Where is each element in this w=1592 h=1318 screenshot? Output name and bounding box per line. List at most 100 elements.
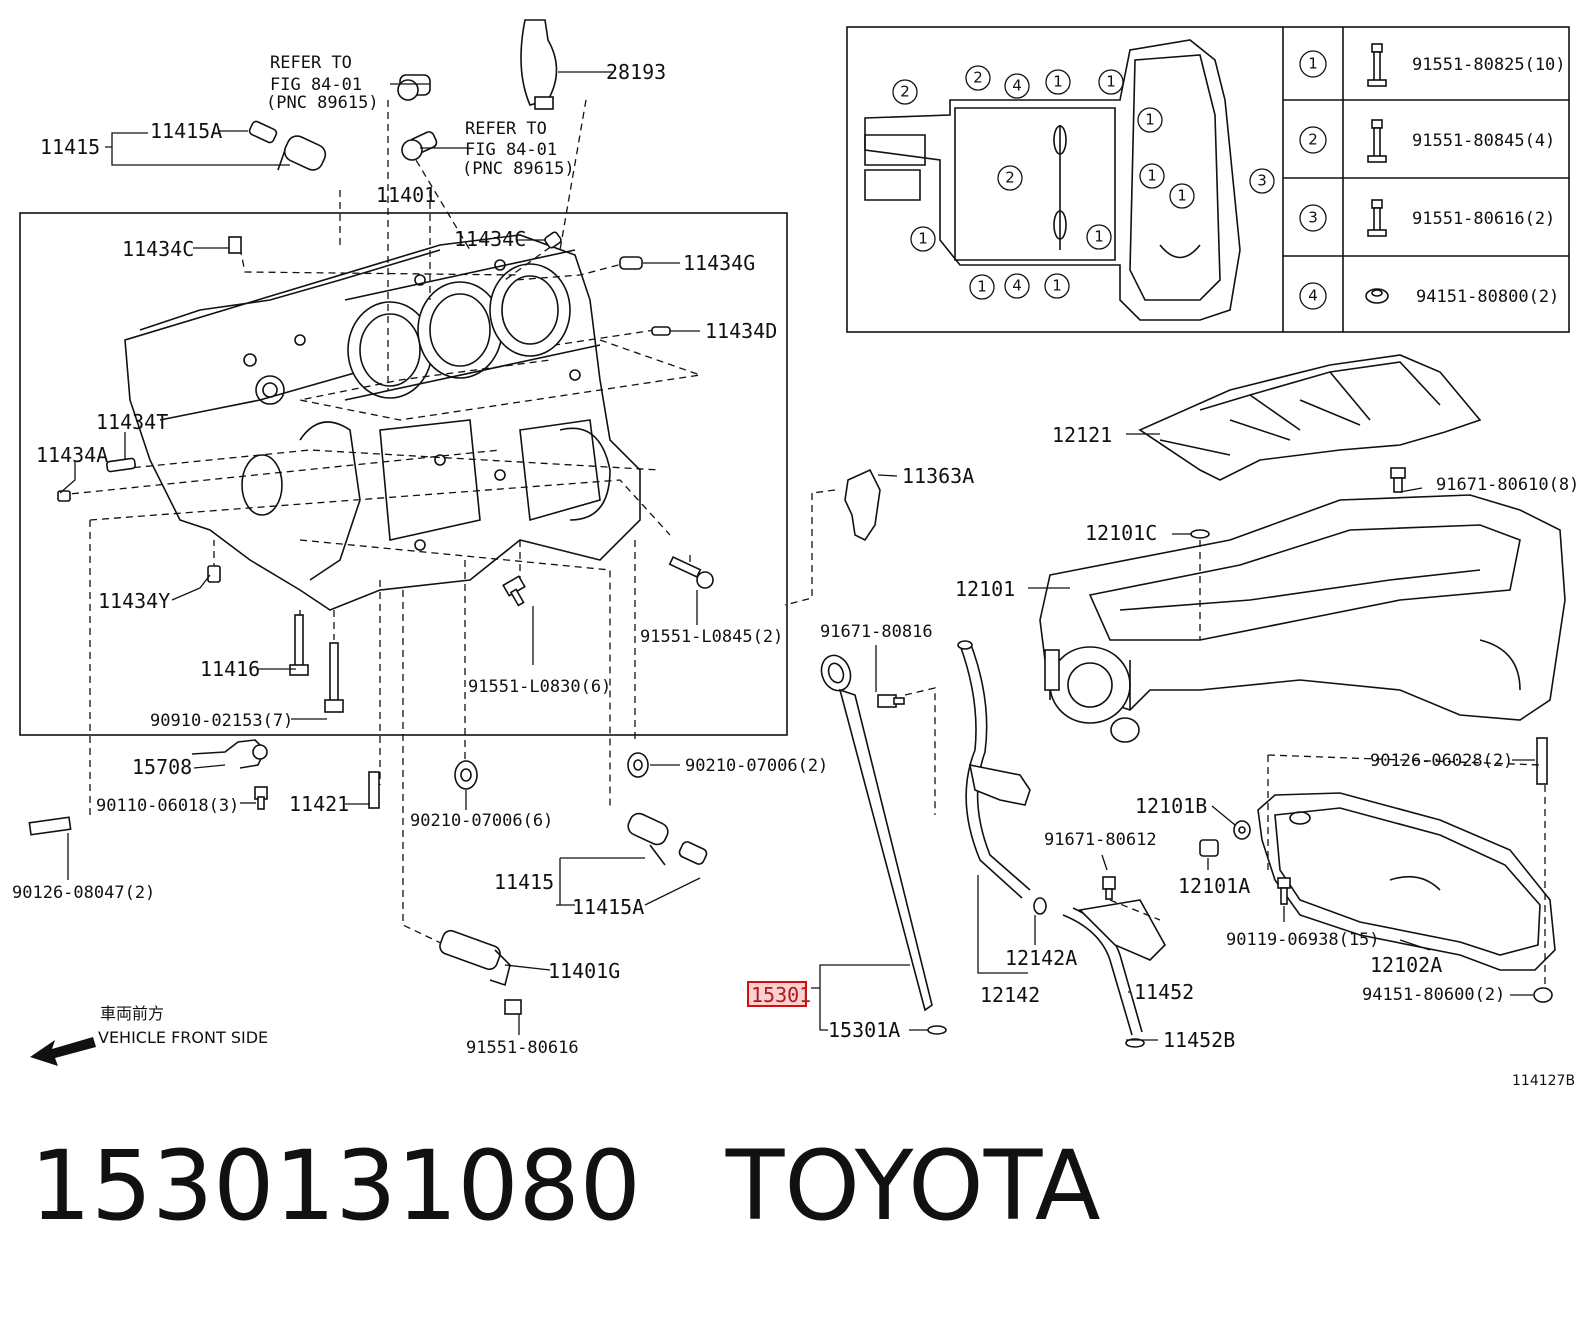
tube-11452 <box>1062 899 1166 1048</box>
callout-90126-06028: 90126-06028(2) <box>1370 751 1513 771</box>
bolt-icon <box>1367 119 1387 163</box>
pin-11434C-left <box>228 236 242 254</box>
pan-bolt-marker-circle <box>1249 168 1275 194</box>
row-key-circle <box>1299 126 1327 154</box>
callout-labels: 28193 REFER TO FIG 84-01 (PNC 89615) REF… <box>12 53 1579 1058</box>
callout-12121: 12121 <box>1052 423 1112 447</box>
pin-11434C-right <box>544 231 562 249</box>
sensor-89615-top <box>397 74 431 101</box>
vehicle-front-label-en: VEHICLE FRONT SIDE <box>98 1028 268 1047</box>
callout-91551-80616: 91551-80616 <box>466 1038 579 1058</box>
pan-bolt-marker-circle <box>997 165 1023 191</box>
bolt-11416 <box>294 614 304 671</box>
inset-frame <box>846 26 1570 333</box>
plug-11434G <box>619 256 643 270</box>
pan-bolt-marker-label: 4 <box>1012 77 1022 95</box>
callout-refer2-a: REFER TO <box>465 119 547 139</box>
row-key-circle <box>1299 50 1327 78</box>
callout-12101: 12101 <box>955 577 1015 601</box>
callout-12101B: 12101B <box>1135 794 1207 818</box>
bolt-table-row-1: 1 91551-80825(10) <box>1299 43 1566 87</box>
pin-11434A <box>57 490 71 502</box>
callout-11415A: 11415A <box>150 119 222 143</box>
bolt-table-row-3: 3 91551-80616(2) <box>1299 199 1555 237</box>
callout-12101A: 12101A <box>1178 874 1250 898</box>
gasket-90210-07006-2 <box>627 752 649 778</box>
sensor-89615-mid <box>401 131 438 161</box>
pan-bolt-marker-circle <box>1139 163 1165 189</box>
pan-bolt-marker-label: 2 <box>973 69 983 87</box>
guide-tube-12142 <box>957 640 1047 915</box>
callout-12142A: 12142A <box>1005 946 1077 970</box>
valve-11415 <box>248 120 327 171</box>
row-part-number: 91551-80845(4) <box>1412 131 1555 151</box>
gasket-90210-07006-6 <box>454 760 478 790</box>
stud-90126-08047 <box>28 816 72 836</box>
bolt-90110-06018 <box>254 786 268 810</box>
row-key-circle <box>1299 204 1327 232</box>
callout-11421: 11421 <box>289 792 349 816</box>
callout-11363A: 11363A <box>902 464 974 488</box>
pan-bolt-marker-circle <box>1045 69 1071 95</box>
callout-15708: 15708 <box>132 755 192 779</box>
o-ring-12101C <box>1190 529 1210 539</box>
row-part-number: 94151-80800(2) <box>1416 287 1559 307</box>
right-projection-lines <box>784 489 1546 985</box>
block-small-parts <box>57 231 714 713</box>
pan-bolt-marker-label: 1 <box>1094 228 1104 246</box>
callout-11434A: 11434A <box>36 443 108 467</box>
callout-11401G: 11401G <box>548 959 620 983</box>
pan-bolt-marker-label: 3 <box>1257 172 1267 190</box>
callout-12101C: 12101C <box>1085 521 1157 545</box>
row-part-number: 91551-80616(2) <box>1412 209 1555 229</box>
callout-90210-07006-2: 90210-07006(2) <box>685 756 828 776</box>
pan-bolt-marker-label: 1 <box>1147 167 1157 185</box>
bolt-icon <box>1367 199 1387 237</box>
pan-bolt-marker-circle <box>1137 107 1163 133</box>
bolt-90910 <box>329 642 339 704</box>
pan-bolt-marker-circle <box>910 226 936 252</box>
pan-bolt-marker-circle <box>1004 73 1030 99</box>
pan-bolt-marker-label: 1 <box>1106 73 1116 91</box>
callout-90910-02153: 90910-02153(7) <box>150 711 293 731</box>
o-ring-15301A <box>927 1025 947 1035</box>
pan-bolt-marker-circle <box>1169 183 1195 209</box>
pan-bolt-marker-label: 4 <box>1012 277 1022 295</box>
callout-12142: 12142 <box>980 983 1040 1007</box>
row-key: 2 <box>1308 131 1318 149</box>
pin-11434T <box>106 457 136 473</box>
top-parts <box>248 19 558 171</box>
bracket-11363A <box>844 468 881 542</box>
bolt-91671-80610 <box>1390 467 1406 493</box>
callout-refer2-c: (PNC 89615) <box>462 159 575 179</box>
callout-11415: 11415 <box>40 135 100 159</box>
pin-11434D <box>651 326 671 336</box>
gasket-12101B <box>1233 820 1251 840</box>
filter-28193 <box>520 19 558 106</box>
callout-11452: 11452 <box>1134 980 1194 1004</box>
bolt-table-row-4: 4 94151-80800(2) <box>1299 282 1559 310</box>
o-ring-11452B <box>1125 1038 1145 1048</box>
callout-11416: 11416 <box>200 657 260 681</box>
pan-bolt-marker-label: 2 <box>1005 169 1015 187</box>
pan-bolt-marker-label: 2 <box>900 83 910 101</box>
pan-bolt-marker-label: 1 <box>1052 277 1062 295</box>
pan-bolt-marker-label: 1 <box>1053 73 1063 91</box>
callout-91671-80610: 91671-80610(8) <box>1436 475 1579 495</box>
row-key: 3 <box>1308 209 1318 227</box>
callout-28193: 28193 <box>606 60 666 84</box>
pan-bolt-marker-label: 1 <box>977 278 987 296</box>
callout-90119-06938: 90119-06938(15) <box>1226 930 1380 950</box>
projection-lines <box>59 99 701 946</box>
callout-12102A: 12102A <box>1370 953 1442 977</box>
pan-bolt-marker-circle <box>1086 224 1112 250</box>
callout-11434C-right: 11434C <box>454 227 526 251</box>
row-part-number: 91551-80825(10) <box>1412 55 1566 75</box>
o-ring-12142A <box>1033 897 1047 915</box>
plug-12101A <box>1199 839 1219 857</box>
pin-11434Y <box>207 565 221 583</box>
bolt-table-row-2: 2 91551-80845(4) <box>1299 119 1555 163</box>
bolt-91551-L0845 <box>668 555 714 589</box>
callout-11434C-left: 11434C <box>122 237 194 261</box>
